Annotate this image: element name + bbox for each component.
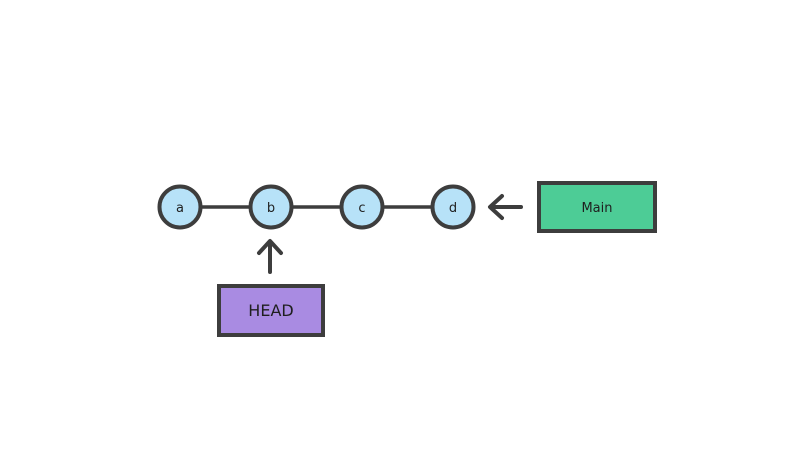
- commit-node-c-label: c: [358, 201, 365, 216]
- commit-node-a-label: a: [176, 201, 184, 216]
- head-rect: [217, 284, 325, 337]
- commit-node-b-circle: [248, 184, 294, 230]
- head-box: HEAD: [217, 284, 325, 337]
- arrow-up-icon: [257, 239, 283, 274]
- commit-node-d-label: d: [449, 201, 457, 216]
- main-branch-box: Main: [537, 181, 657, 233]
- commit-node-d: d: [430, 184, 476, 230]
- commit-node-c-circle: [339, 184, 385, 230]
- commit-node-a: a: [157, 184, 203, 230]
- head-label: HEAD: [248, 301, 293, 320]
- commit-node-a-circle: [157, 184, 203, 230]
- commit-node-c: c: [339, 184, 385, 230]
- main-branch-rect: [537, 181, 657, 233]
- commit-node-b: b: [248, 184, 294, 230]
- commit-node-d-circle: [430, 184, 476, 230]
- arrow-left-icon: [488, 194, 523, 220]
- commit-node-b-label: b: [267, 201, 275, 216]
- main-branch-label: Main: [581, 201, 612, 216]
